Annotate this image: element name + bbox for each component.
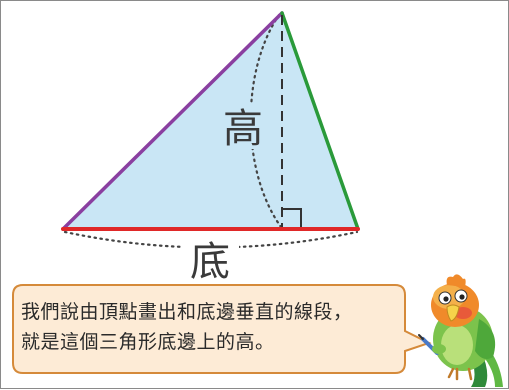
base-label: 底 — [190, 239, 230, 285]
height-dotted-arc — [249, 13, 283, 229]
caption-text: 我們說由頂點畫出和底邊垂直的線段， 就是這個三角形底邊上的高。 — [21, 297, 401, 357]
triangle-fill — [63, 13, 358, 229]
right-angle-marker — [282, 208, 302, 227]
height-label-bg — [219, 103, 267, 149]
left-side — [61, 11, 284, 231]
base-label-bg — [181, 237, 239, 283]
caption-line-2: 就是這個三角形底邊上的高。 — [21, 331, 275, 353]
caption-line-1: 我們說由頂點畫出和底邊垂直的線段， — [21, 301, 353, 323]
speech-bubble-shape — [12, 284, 432, 374]
height-label: 高 — [223, 106, 263, 152]
base-dotted-arc — [63, 230, 359, 249]
right-side — [280, 11, 360, 231]
